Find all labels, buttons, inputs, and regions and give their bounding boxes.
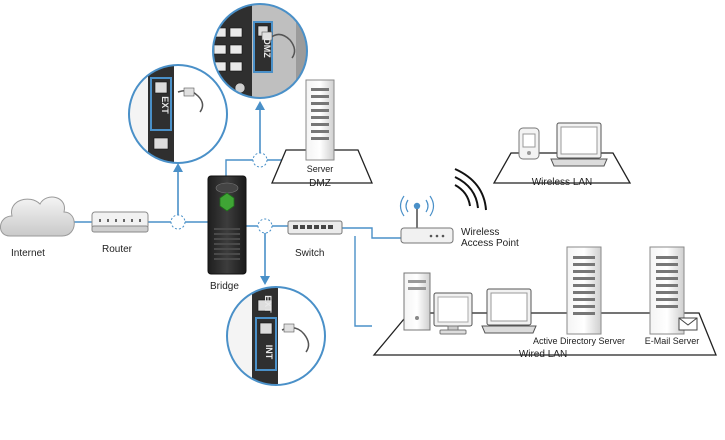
port-label-int-bottom: INT bbox=[264, 345, 274, 360]
network-links bbox=[64, 159, 402, 327]
label-wireless-ap-line2: Access Point bbox=[461, 238, 519, 249]
link-switch-ap bbox=[342, 227, 402, 239]
email-server-icon bbox=[649, 246, 685, 335]
label-bridge: Bridge bbox=[210, 281, 239, 292]
dmz-server-icon bbox=[305, 79, 335, 161]
ext-port-zoom bbox=[128, 64, 228, 164]
link-bridge-dmz bbox=[225, 159, 300, 177]
desktop-monitor-icon bbox=[433, 292, 473, 335]
link-switch-wired bbox=[354, 236, 372, 327]
int-port-zoom bbox=[226, 286, 326, 386]
label-email-server: E-Mail Server bbox=[644, 336, 700, 346]
label-router: Router bbox=[102, 244, 133, 255]
label-server: Server bbox=[306, 164, 334, 174]
label-wired-lan: Wired LAN bbox=[518, 349, 568, 360]
active-directory-server-icon bbox=[566, 246, 602, 335]
label-wireless-lan: Wireless LAN bbox=[531, 177, 593, 188]
port-label-ext-left: EXT bbox=[160, 96, 170, 114]
label-switch: Switch bbox=[295, 248, 325, 259]
internet-cloud-icon bbox=[0, 196, 75, 237]
router-icon bbox=[91, 211, 149, 233]
wireless-signal-icon bbox=[454, 168, 487, 211]
port-label-dmz-top: DMZ bbox=[262, 38, 272, 58]
desktop-tower-icon bbox=[403, 272, 431, 331]
zoom-arrows bbox=[173, 101, 270, 285]
label-wireless-ap-line1: Wireless bbox=[461, 227, 500, 238]
access-point-icon bbox=[399, 195, 454, 244]
wired-laptop-icon bbox=[481, 288, 537, 334]
dmz-port-zoom bbox=[212, 3, 308, 99]
bridge-icon bbox=[207, 175, 247, 275]
link-markers bbox=[170, 152, 273, 234]
label-active-directory-server: Active Directory Server bbox=[532, 336, 626, 346]
port-label-ext-bottom: EXT bbox=[263, 295, 273, 313]
switch-icon bbox=[287, 220, 343, 235]
wireless-laptop-icon bbox=[550, 122, 608, 167]
label-dmz: DMZ bbox=[309, 178, 331, 189]
envelope-icon bbox=[678, 317, 698, 331]
label-internet: Internet bbox=[11, 248, 45, 259]
pda-icon bbox=[518, 127, 540, 160]
